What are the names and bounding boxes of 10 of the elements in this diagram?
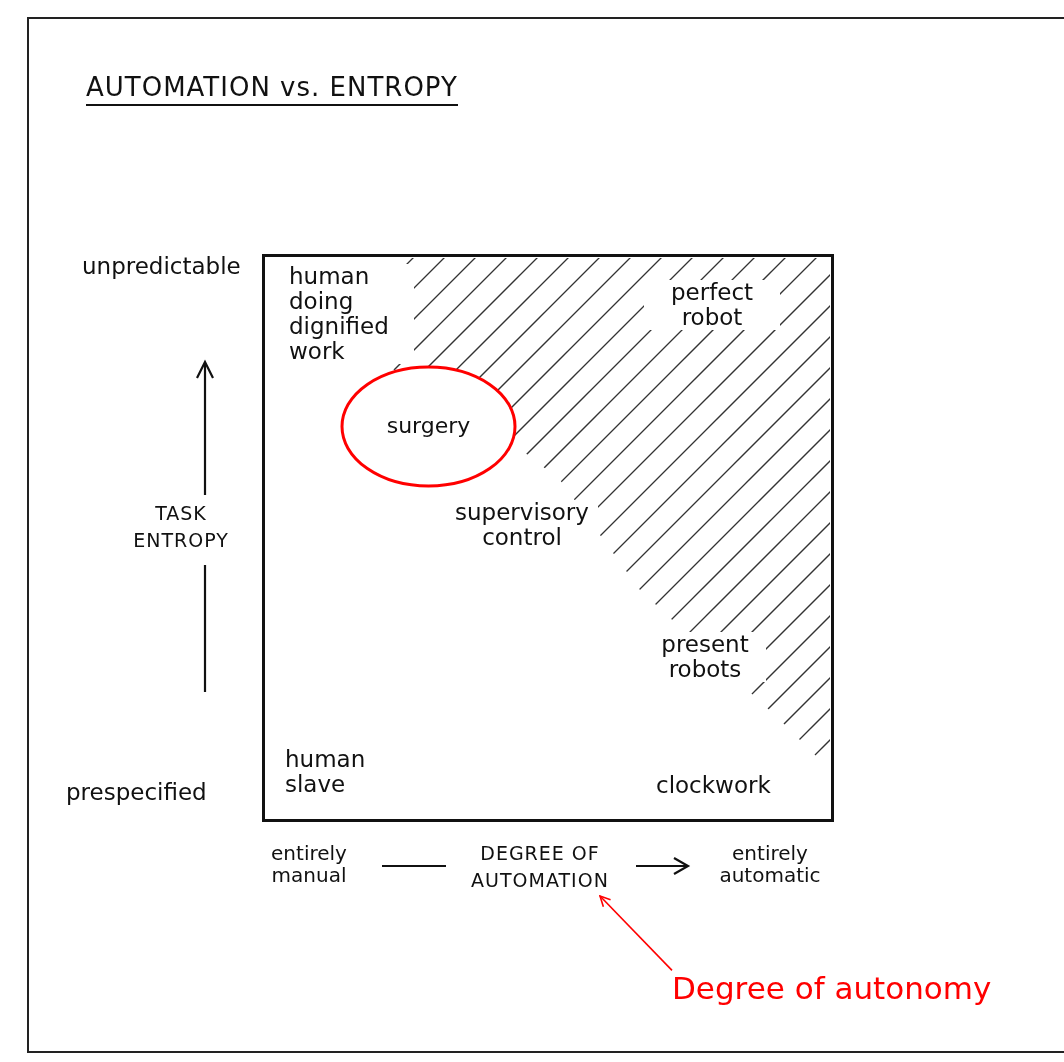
axis-title: DEGREE OF AUTOMATION xyxy=(440,840,640,896)
highlight-ellipse xyxy=(340,365,517,488)
region-label: human doing dignified work xyxy=(289,264,414,364)
region-label: perfect robot xyxy=(644,280,780,330)
diagram-title: AUTOMATION vs. ENTROPY xyxy=(86,72,458,106)
annotation-text: Degree of autonomy xyxy=(672,966,1002,1010)
axis-title: TASK ENTROPY xyxy=(132,501,230,553)
arrow xyxy=(599,895,673,972)
chart-frame xyxy=(262,254,834,822)
region-label: surgery xyxy=(385,412,472,438)
